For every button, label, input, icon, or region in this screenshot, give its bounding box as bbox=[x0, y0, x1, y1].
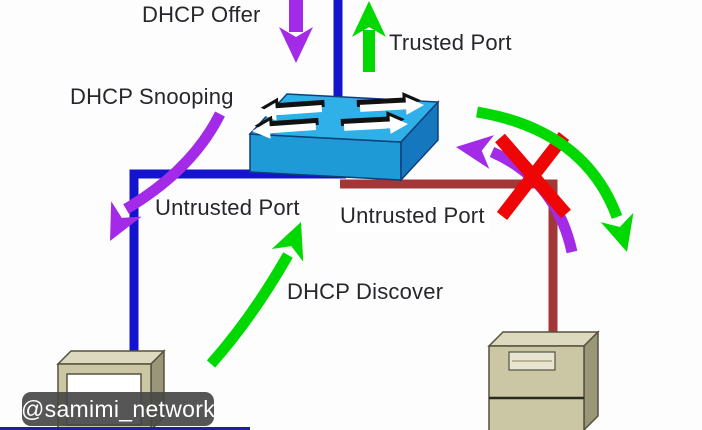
rogue-untrusted-link-line bbox=[340, 179, 558, 346]
dropped-offer-arrow bbox=[476, 106, 644, 257]
label-dhcp-snooping: DHCP Snooping bbox=[70, 84, 234, 109]
label-dhcp-offer: DHCP Offer bbox=[142, 2, 261, 27]
server-side-face bbox=[583, 330, 599, 430]
label-untrusted-port-right: Untrusted Port bbox=[336, 202, 489, 232]
dhcp-discover-arrow bbox=[206, 215, 317, 368]
bottom-strip bbox=[0, 427, 250, 430]
dhcp-snooping-arrow bbox=[94, 111, 225, 249]
dhcp-offer-arrow bbox=[279, 0, 313, 63]
trusted-port-arrow bbox=[352, 1, 386, 72]
server-top-face bbox=[487, 331, 600, 347]
label-untrusted-port-left: Untrusted Port bbox=[155, 195, 300, 220]
label-dhcp-discover: DHCP Discover bbox=[287, 279, 444, 304]
rogue-server-icon bbox=[487, 330, 600, 430]
watermark-text: @samimi_network bbox=[21, 395, 216, 422]
watermark-badge: @samimi_network bbox=[21, 392, 216, 426]
label-trusted-port: Trusted Port bbox=[389, 30, 512, 55]
pc-top-face bbox=[56, 350, 166, 365]
switch-icon bbox=[248, 91, 440, 182]
blocked-x-icon bbox=[495, 132, 571, 220]
